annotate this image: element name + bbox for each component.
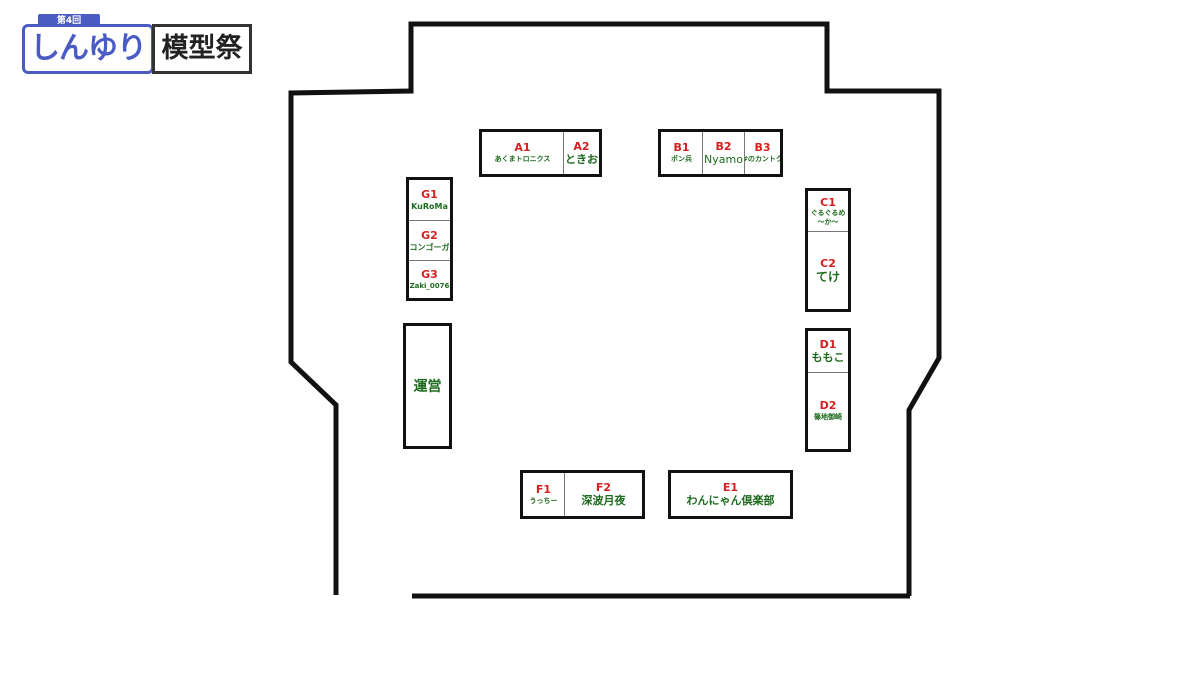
- booth-code: D1: [819, 338, 837, 351]
- booth-name: 深波月夜: [581, 494, 626, 507]
- booth-group-b: B1 ポン兵 B2 Nyamo B3 #のカントク: [658, 129, 783, 177]
- booth-b1[interactable]: B1 ポン兵: [661, 132, 702, 174]
- booth-code: D2: [819, 399, 837, 412]
- booth-code: A1: [514, 141, 531, 154]
- booth-name: コンゴーガ: [409, 242, 450, 252]
- booth-code: B1: [673, 141, 690, 154]
- hall-wall-left: [288, 70, 414, 595]
- booth-code: F2: [595, 481, 612, 494]
- logo-title: しんゆり: [22, 24, 154, 74]
- booth-e1[interactable]: E1 わんにゃん倶楽部: [671, 473, 790, 516]
- staff-area-label: 運営: [413, 379, 442, 395]
- booth-d2[interactable]: D2 篠地御崎: [808, 372, 848, 449]
- booth-g3[interactable]: G3 Zaki_0076: [409, 260, 450, 298]
- booth-g1[interactable]: G1 KuRoMa: [409, 180, 450, 220]
- event-logo: 第4回 しんゆり 模型祭: [22, 14, 252, 76]
- booth-code: C1: [820, 195, 836, 209]
- booth-f2[interactable]: F2 深波月夜: [564, 473, 642, 516]
- booth-code: A2: [573, 139, 590, 153]
- booth-name: ポン兵: [671, 155, 692, 163]
- logo-subtitle: 模型祭: [152, 24, 252, 74]
- staff-area[interactable]: 運営: [403, 323, 452, 449]
- booth-name: KuRoMa: [411, 202, 448, 211]
- booth-f1[interactable]: F1 うっちー: [523, 473, 564, 516]
- booth-d1[interactable]: D1 ももこ: [808, 331, 848, 372]
- booth-b3[interactable]: B3 #のカントク: [744, 132, 780, 174]
- booth-c2[interactable]: C2 てけ: [808, 231, 848, 309]
- booth-name: Nyamo: [704, 152, 743, 166]
- booth-a2[interactable]: A2 ときお: [563, 132, 599, 174]
- booth-name: 篠地御崎: [814, 413, 842, 421]
- booth-name: ももこ: [811, 351, 845, 364]
- booth-name: Zaki_0076: [409, 281, 450, 290]
- booth-code: C2: [820, 256, 836, 270]
- booth-group-d: D1 ももこ D2 篠地御崎: [805, 328, 851, 452]
- hall-wall: [408, 21, 942, 596]
- booth-code: G3: [421, 267, 438, 281]
- booth-code: B2: [715, 139, 732, 153]
- booth-name: わんにゃん倶楽部: [686, 494, 775, 507]
- booth-code: E1: [722, 481, 739, 494]
- booth-name: ぐるぐるめ～か～: [810, 208, 846, 226]
- booth-group-c: C1 ぐるぐるめ～か～ C2 てけ: [805, 188, 851, 312]
- booth-b2[interactable]: B2 Nyamo: [702, 132, 744, 174]
- booth-group-e: E1 わんにゃん倶楽部: [668, 470, 793, 519]
- booth-group-g: G1 KuRoMa G2 コンゴーガ G3 Zaki_0076: [406, 177, 453, 301]
- booth-code: G2: [421, 228, 438, 242]
- booth-name: #のカントク: [744, 155, 780, 163]
- booth-g2[interactable]: G2 コンゴーガ: [409, 220, 450, 260]
- booth-name: あくまトロニクス: [494, 155, 551, 163]
- booth-group-f: F1 うっちー F2 深波月夜: [520, 470, 645, 519]
- booth-name: てけ: [815, 269, 840, 284]
- booth-code: F1: [535, 482, 552, 496]
- booth-code: B3: [754, 141, 771, 154]
- booth-a1[interactable]: A1 あくまトロニクス: [482, 132, 563, 174]
- booth-code: G1: [421, 188, 438, 201]
- booth-c1[interactable]: C1 ぐるぐるめ～か～: [808, 191, 848, 231]
- booth-group-a: A1 あくまトロニクス A2 ときお: [479, 129, 602, 177]
- booth-name: ときお: [565, 152, 598, 166]
- booth-name: うっちー: [529, 496, 558, 505]
